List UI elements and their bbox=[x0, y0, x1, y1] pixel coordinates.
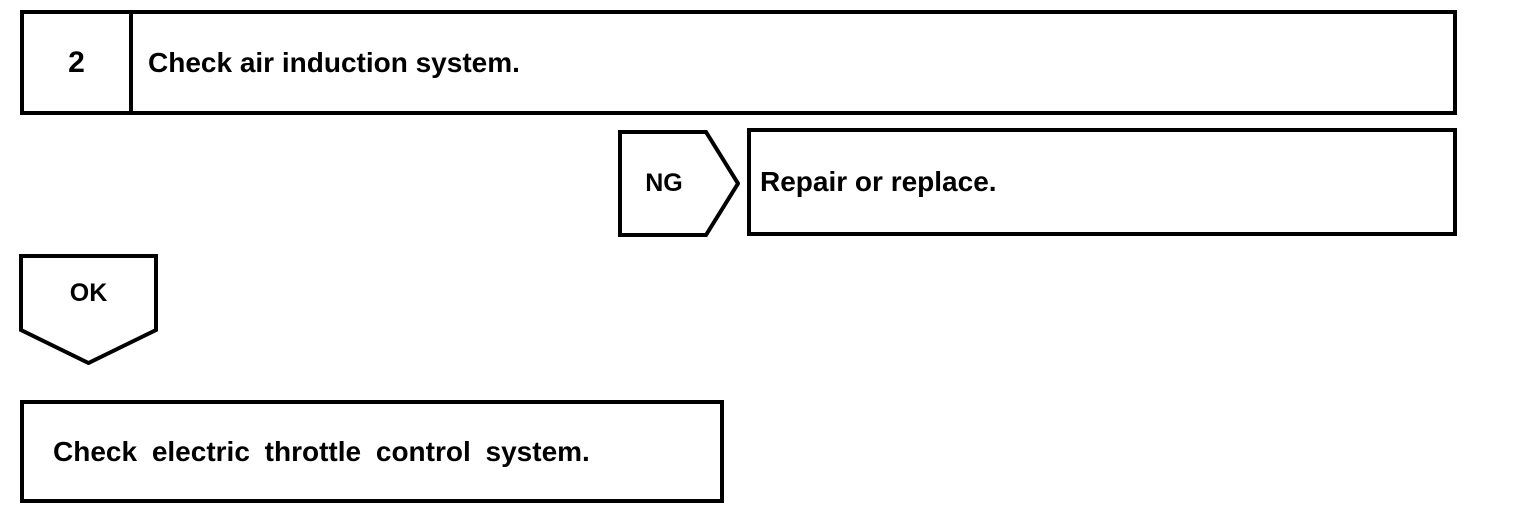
next-step-box: Check electric throttle control system. bbox=[20, 400, 724, 503]
step-title-cell: Check air induction system. bbox=[148, 14, 520, 111]
ng-branch-arrow: NG bbox=[618, 130, 740, 237]
step-title-label: Check air induction system. bbox=[148, 46, 520, 78]
next-step-label: Check electric throttle control system. bbox=[53, 435, 590, 467]
ng-arrow-icon bbox=[618, 130, 740, 237]
step-number: 2 bbox=[68, 45, 85, 79]
repair-result-label: Repair or replace. bbox=[760, 166, 997, 197]
ok-arrow-icon bbox=[19, 254, 158, 365]
step-number-cell: 2 bbox=[24, 14, 133, 111]
step-box: 2 Check air induction system. bbox=[20, 10, 1457, 115]
repair-result-box: Repair or replace. bbox=[747, 128, 1457, 236]
ok-branch-arrow: OK bbox=[19, 254, 158, 365]
